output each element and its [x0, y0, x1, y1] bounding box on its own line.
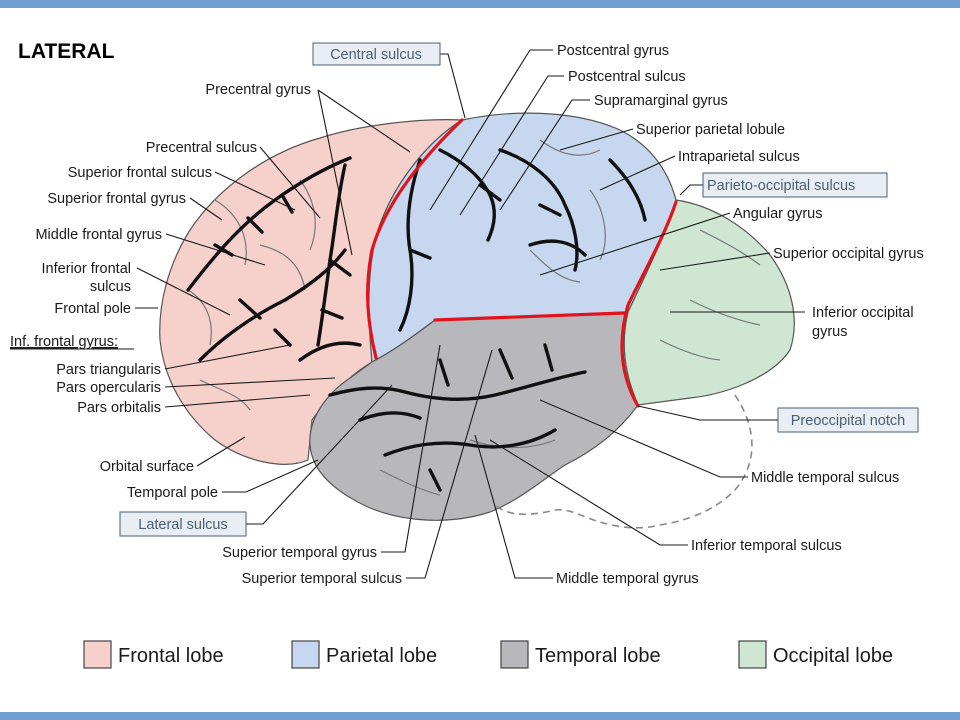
legend-swatch-occipital — [738, 640, 767, 669]
legend-swatch-parietal — [291, 640, 320, 669]
superior-occipital-gyrus-label: Superior occipital gyrus — [773, 246, 924, 262]
inferior-occipital-gyrus-label-line1: Inferior occipital — [812, 305, 914, 321]
lobe-boundary-lines — [366, 118, 678, 408]
gyral-detail-lines — [187, 139, 761, 496]
superior-temporal-gyrus-label: Superior temporal gyrus — [222, 545, 377, 561]
central-sulcus-label: Central sulcus — [330, 47, 422, 63]
inferior-occipital-gyrus-label-line2: gyrus — [812, 324, 847, 340]
lateral-sulcus-label: Lateral sulcus — [138, 517, 227, 533]
middle-temporal-gyrus-label: Middle temporal gyrus — [556, 571, 699, 587]
parieto-occipital-sulcus-box — [702, 172, 888, 198]
preoccipital-notch-box — [777, 407, 919, 433]
inferior-temporal-sulcus-label: Inferior temporal sulcus — [691, 538, 842, 554]
superior-parietal-lobule-label: Superior parietal lobule — [636, 122, 785, 138]
legend-swatch-temporal — [500, 640, 529, 669]
angular-gyrus-label: Angular gyrus — [733, 206, 822, 222]
occipital-lobe-region — [623, 199, 795, 406]
leader-lines — [135, 49, 805, 579]
inf-frontal-gyrus-label: Inf. frontal gyrus: — [10, 334, 118, 350]
parietal-temporal-boundary — [433, 311, 626, 322]
legend-label-occipital: Occipital lobe — [773, 645, 893, 667]
precentral-gyrus-label: Precentral gyrus — [205, 82, 311, 98]
central-sulcus-box — [312, 42, 441, 66]
bottom-frame-bar — [0, 712, 960, 720]
intraparietal-sulcus-label: Intraparietal sulcus — [678, 149, 800, 165]
pars-orbitalis-label: Pars orbitalis — [77, 400, 161, 416]
page-title: LATERAL — [18, 40, 115, 63]
parieto-occipital-sulcus-label: Parieto-occipital sulcus — [707, 178, 855, 194]
postcentral-gyrus-label: Postcentral gyrus — [557, 43, 669, 59]
inferior-frontal-sulcus-label-line1: Inferior frontal — [42, 261, 131, 277]
supramarginal-gyrus-label: Supramarginal gyrus — [594, 93, 728, 109]
superior-frontal-sulcus-label: Superior frontal sulcus — [68, 165, 212, 181]
cerebellum-dashed-outline — [494, 394, 753, 529]
inferior-frontal-sulcus-label-line2: sulcus — [90, 279, 131, 295]
legend-label-temporal: Temporal lobe — [535, 645, 661, 667]
pars-triangularis-label: Pars triangularis — [56, 362, 161, 378]
legend-swatch-frontal — [83, 640, 112, 669]
superior-frontal-gyrus-label: Superior frontal gyrus — [47, 191, 186, 207]
temporal-lobe-region — [309, 311, 639, 521]
legend: Frontal lobe Parietal lobe Temporal lobe… — [83, 640, 893, 669]
frontal-pole-label: Frontal pole — [54, 301, 131, 317]
postcentral-sulcus-label: Postcentral sulcus — [568, 69, 686, 85]
preoccipital-notch-label: Preoccipital notch — [791, 413, 905, 429]
legend-label-frontal: Frontal lobe — [118, 645, 224, 667]
top-frame-bar — [0, 0, 960, 8]
parieto-occipital-boundary — [620, 200, 678, 408]
superior-temporal-sulcus-label: Superior temporal sulcus — [242, 571, 402, 587]
middle-frontal-gyrus-label: Middle frontal gyrus — [35, 227, 162, 243]
orbital-surface-label: Orbital surface — [100, 459, 194, 475]
central-sulcus-boundary — [366, 118, 464, 360]
legend-label-parietal: Parietal lobe — [326, 645, 437, 667]
temporal-pole-label: Temporal pole — [127, 485, 218, 501]
lateral-sulcus-box — [119, 511, 247, 537]
precentral-sulcus-label: Precentral sulcus — [146, 140, 257, 156]
pars-opercularis-label: Pars opercularis — [56, 380, 161, 396]
middle-temporal-sulcus-label: Middle temporal sulcus — [751, 470, 899, 486]
